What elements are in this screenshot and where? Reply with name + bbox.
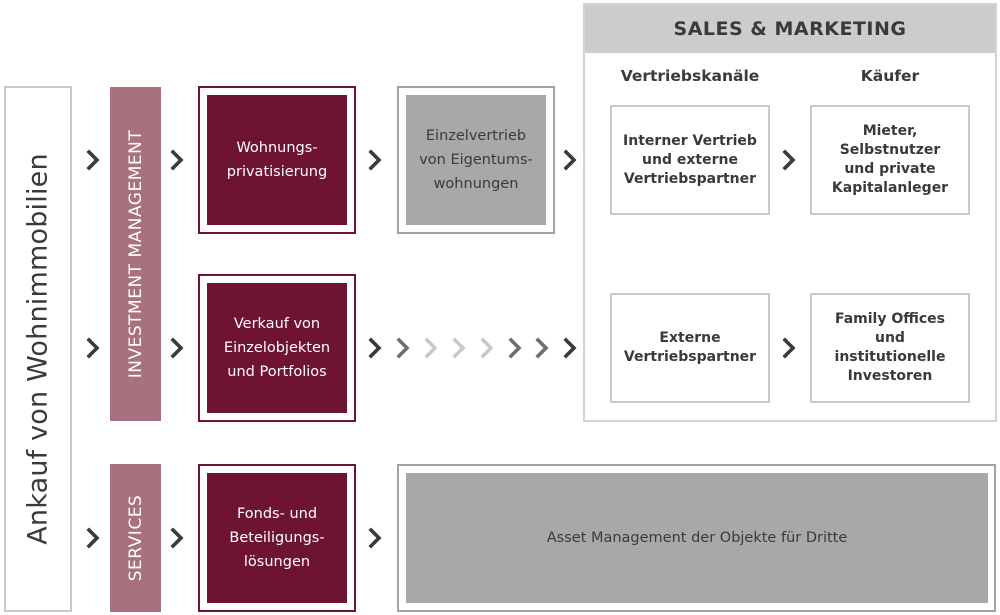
wohnungsprivatisierung-frame: Wohnungs- privatisierung [198, 86, 356, 234]
sales-marketing-title: SALES & MARKETING [585, 5, 995, 53]
einzelvertrieb-box: Einzelvertrieb von Eigentums- wohnungen [406, 95, 546, 225]
fonds-box: Fonds- und Beteiligungs- lösungen [207, 473, 347, 603]
chevron-right-icon [170, 527, 184, 549]
chevron-right-icon [424, 337, 438, 359]
chevron-right-icon [170, 149, 184, 171]
chevron-right-icon [86, 149, 100, 171]
chevron-right-icon [368, 527, 382, 549]
chevron-right-icon [480, 337, 494, 359]
chevron-right-icon [508, 337, 522, 359]
internal-channel-box: Interner Vertrieb und externe Vertriebsp… [610, 105, 770, 215]
buyers-institutional-box: Family Offices und institutionelle Inves… [810, 293, 970, 403]
verkauf-frame: Verkauf von Einzelobjekten und Portfolio… [198, 274, 356, 422]
acquisition-box: Ankauf von Wohnimmobilien [4, 86, 72, 612]
chevron-right-icon [563, 149, 577, 171]
services-bar: SERVICES [110, 464, 161, 612]
investment-management-bar: INVESTMENT MANAGEMENT [110, 87, 161, 421]
external-channel-box: Externe Vertriebspartner [610, 293, 770, 403]
einzelvertrieb-frame: Einzelvertrieb von Eigentums- wohnungen [397, 86, 555, 234]
fonds-frame: Fonds- und Beteiligungs- lösungen [198, 464, 356, 612]
investment-management-label: INVESTMENT MANAGEMENT [125, 129, 146, 379]
chevron-right-icon [368, 337, 382, 359]
chevron-right-icon [368, 149, 382, 171]
asset-management-box: Asset Management der Objekte für Dritte [406, 473, 988, 603]
verkauf-box: Verkauf von Einzelobjekten und Portfolio… [207, 283, 347, 413]
acquisition-label: Ankauf von Wohnimmobilien [22, 153, 54, 545]
wohnungsprivatisierung-box: Wohnungs- privatisierung [207, 95, 347, 225]
chevron-right-icon [782, 337, 796, 359]
channels-heading: Vertriebskanäle [620, 67, 760, 85]
chevron-right-icon [782, 149, 796, 171]
chevron-right-icon [452, 337, 466, 359]
chevron-right-icon [396, 337, 410, 359]
chevron-right-icon [86, 337, 100, 359]
chevron-right-icon [170, 337, 184, 359]
buyers-private-box: Mieter, Selbstnutzer und private Kapital… [810, 105, 970, 215]
buyers-heading: Käufer [860, 67, 920, 85]
chevron-right-icon [563, 337, 577, 359]
asset-management-frame: Asset Management der Objekte für Dritte [397, 464, 996, 612]
services-label: SERVICES [125, 494, 146, 582]
chevron-right-icon [535, 337, 549, 359]
chevron-right-icon [86, 527, 100, 549]
